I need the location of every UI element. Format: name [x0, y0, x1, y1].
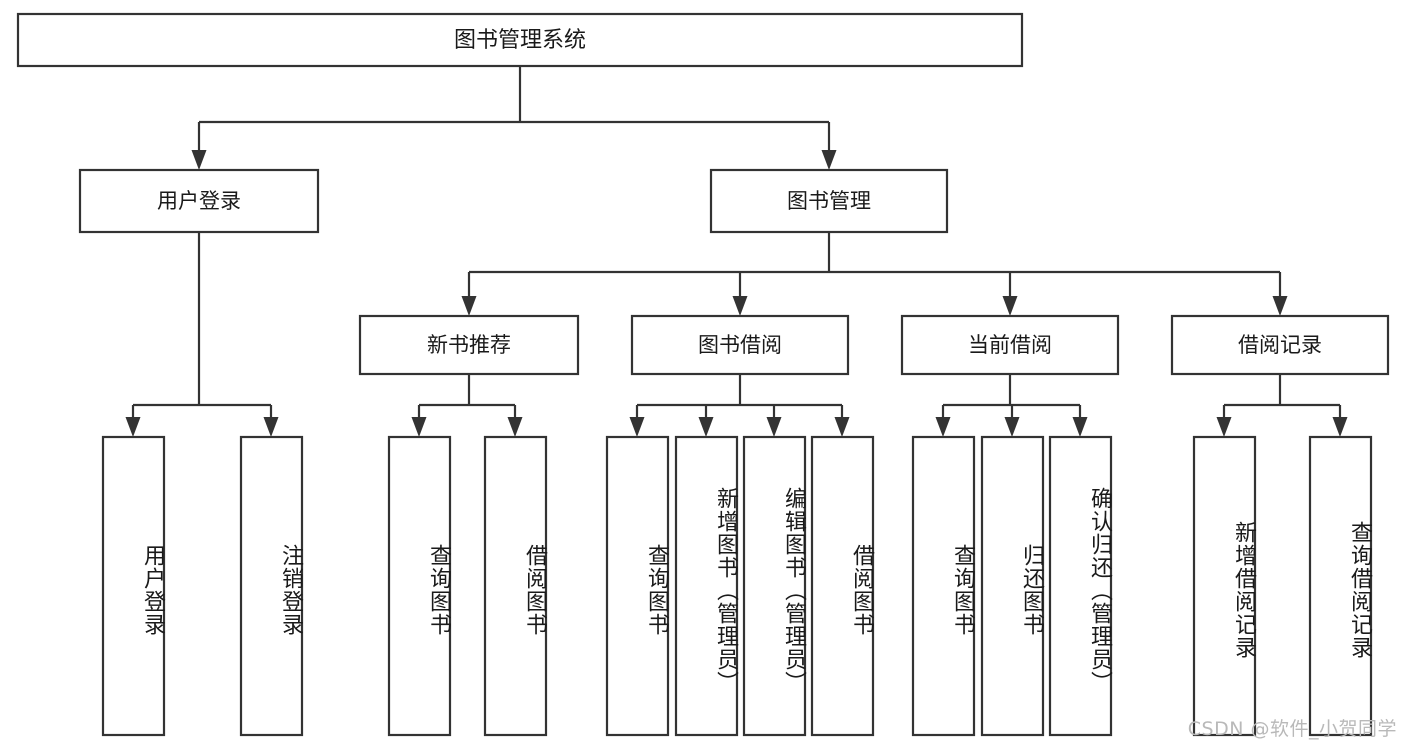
node-label-current-borrow: 当前借阅 — [968, 333, 1052, 357]
node-box-book-borrow[interactable] — [630, 314, 850, 376]
node-box-leaf-logout-login[interactable] — [239, 435, 304, 737]
node-box-current-borrow[interactable] — [900, 314, 1120, 376]
arrow-head-icon — [263, 417, 279, 437]
arrow-head-icon — [732, 296, 748, 316]
node-box-leaf-borrow-book[interactable] — [810, 435, 875, 737]
arrow-head-icon — [821, 150, 837, 170]
node-box-leaf-query-borrow-record[interactable] — [1308, 435, 1373, 737]
arrow-head-icon — [125, 417, 141, 437]
arrow-head-icon — [411, 417, 427, 437]
node-box-book-manage[interactable] — [709, 168, 949, 234]
arrow-head-icon — [461, 296, 477, 316]
connector-layer — [125, 66, 1348, 437]
arrow-head-icon — [629, 417, 645, 437]
arrow-head-icon — [834, 417, 850, 437]
node-box-leaf-user-login[interactable] — [101, 435, 166, 737]
node-box-leaf-return-book[interactable] — [980, 435, 1045, 737]
node-box-layer — [16, 12, 1390, 737]
arrow-head-icon — [698, 417, 714, 437]
node-box-root[interactable] — [16, 12, 1024, 68]
node-box-user-login[interactable] — [78, 168, 320, 234]
node-box-borrow-record[interactable] — [1170, 314, 1390, 376]
node-label-borrow-record: 借阅记录 — [1238, 333, 1322, 357]
node-box-new-book-recommend[interactable] — [358, 314, 580, 376]
node-box-leaf-add-borrow-record[interactable] — [1192, 435, 1257, 737]
node-box-leaf-edit-book-admin[interactable] — [742, 435, 807, 737]
node-label-new-book-recommend: 新书推荐 — [427, 333, 511, 357]
node-box-leaf-confirm-return-admin[interactable] — [1048, 435, 1113, 737]
node-label-root: 图书管理系统 — [454, 28, 586, 53]
arrow-head-icon — [507, 417, 523, 437]
arrow-head-icon — [1002, 296, 1018, 316]
arrow-head-icon — [1072, 417, 1088, 437]
node-box-leaf-add-book-admin[interactable] — [674, 435, 739, 737]
node-box-leaf-query-book-rec[interactable] — [387, 435, 452, 737]
node-box-leaf-query-book-current[interactable] — [911, 435, 976, 737]
arrow-head-icon — [1272, 296, 1288, 316]
node-box-leaf-borrow-book-rec[interactable] — [483, 435, 548, 737]
node-label-book-borrow: 图书借阅 — [698, 333, 782, 357]
node-box-leaf-query-book-borrow[interactable] — [605, 435, 670, 737]
arrow-head-icon — [935, 417, 951, 437]
arrow-head-icon — [1004, 417, 1020, 437]
arrow-head-icon — [1332, 417, 1348, 437]
arrow-head-icon — [1216, 417, 1232, 437]
csdn-watermark: CSDN @软件_小贺同学 — [1187, 718, 1397, 740]
arrow-head-icon — [766, 417, 782, 437]
arrow-head-icon — [191, 150, 207, 170]
node-label-user-login: 用户登录 — [157, 189, 241, 213]
node-label-book-manage: 图书管理 — [787, 189, 871, 213]
